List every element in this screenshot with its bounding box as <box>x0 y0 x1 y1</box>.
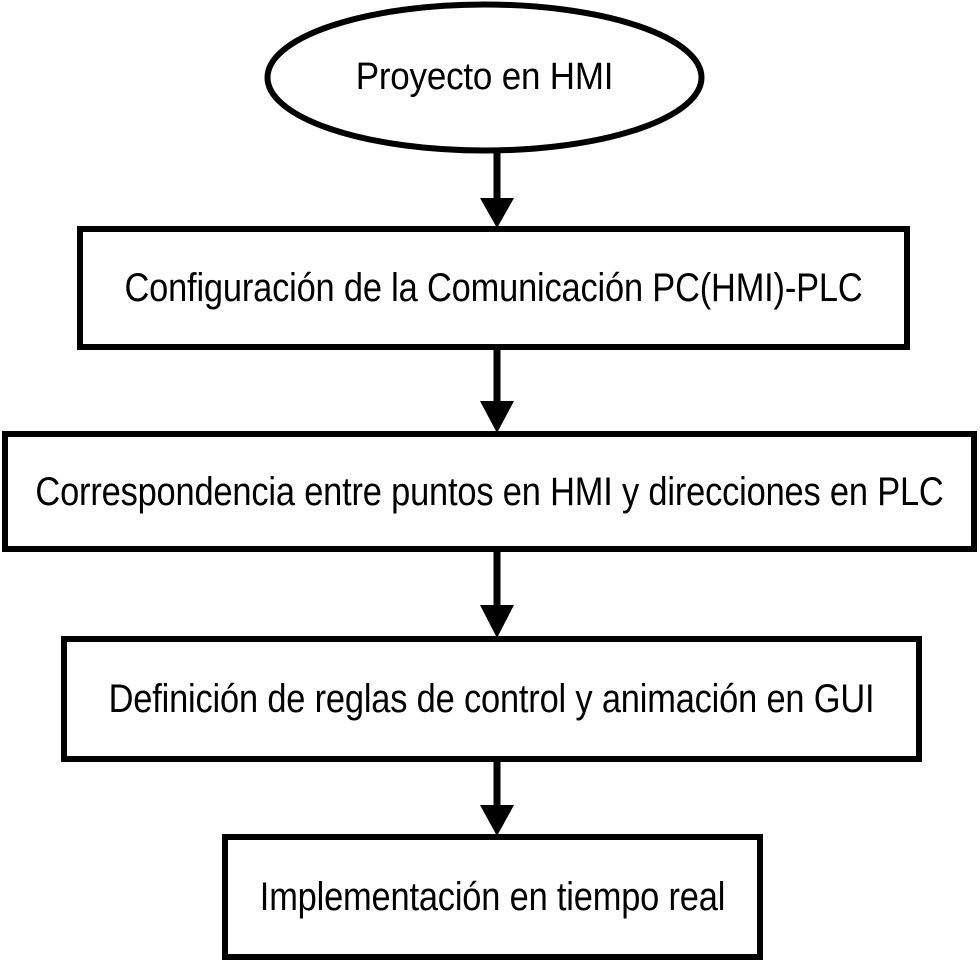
arrowhead-icon <box>480 605 514 638</box>
edge-start-step1 <box>480 152 514 228</box>
node-step3-shape[interactable] <box>61 636 922 762</box>
arrowhead-icon <box>480 198 514 228</box>
node-start-shape[interactable] <box>264 1 705 154</box>
node-step4-shape[interactable] <box>222 834 763 960</box>
edge-step1-step2 <box>480 350 514 433</box>
node-step1-shape[interactable] <box>77 226 910 350</box>
node-step2-shape[interactable] <box>2 431 977 552</box>
arrowhead-icon <box>480 401 514 433</box>
arrowhead-icon <box>480 805 514 836</box>
edge-step3-step4 <box>480 762 514 836</box>
edge-step2-step3 <box>480 552 514 638</box>
